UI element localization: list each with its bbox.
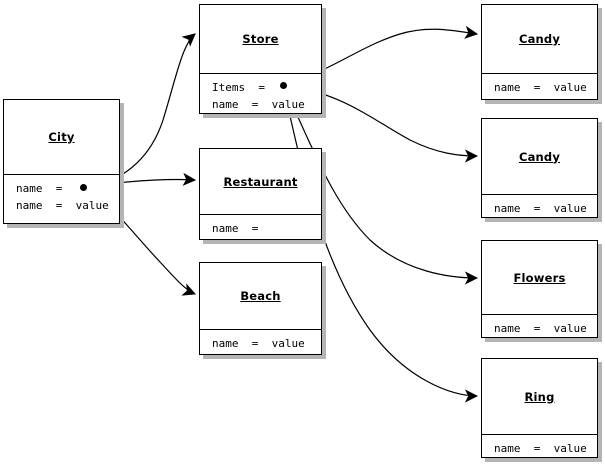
object-node-title: Candy — [518, 32, 561, 46]
object-attribute: name = value — [212, 98, 305, 111]
object-node-candy1[interactable]: Candy name = value — [481, 4, 598, 100]
object-node-attributes: name = value — [200, 329, 321, 358]
object-node-title: Store — [242, 32, 279, 46]
object-node-attributes: name = value — [482, 434, 597, 463]
object-attribute: name = value — [494, 81, 587, 94]
object-node-title: Candy — [518, 149, 561, 164]
object-node-attributes: name = value — [482, 314, 597, 343]
object-node-attributes: Items = name = value — [200, 73, 321, 119]
object-node-title: Ring — [524, 389, 555, 404]
store-attr-junction — [280, 82, 287, 89]
object-node-attributes: name = name = value — [4, 174, 119, 220]
object-attribute: name = value — [212, 337, 305, 350]
object-node-ring[interactable]: Ring name = value — [481, 358, 598, 458]
object-node-attributes: name = — [200, 214, 321, 243]
object-node-title: Restaurant — [223, 174, 298, 189]
object-attribute: name = — [212, 222, 259, 235]
object-node-attributes: name = value — [482, 73, 597, 102]
object-node-flowers[interactable]: Flowers name = value — [481, 240, 598, 338]
object-node-city[interactable]: City name = name = value — [3, 99, 120, 224]
object-attribute: Items = — [212, 81, 265, 94]
object-attribute: name = value — [494, 202, 587, 215]
object-node-title: Beach — [240, 289, 281, 303]
object-attribute: name = value — [494, 442, 587, 455]
object-attribute: name = value — [16, 199, 109, 212]
city-attr-junction — [80, 184, 87, 191]
object-node-attributes: name = value — [482, 194, 597, 223]
object-node-candy2[interactable]: Candy name = value — [481, 118, 598, 218]
object-node-title: Flowers — [513, 270, 566, 285]
object-attribute: name = — [16, 182, 63, 195]
object-attribute: name = value — [494, 322, 587, 335]
object-node-title: City — [48, 130, 75, 144]
object-node-beach[interactable]: Beach name = value — [199, 262, 322, 355]
object-node-restaurant[interactable]: Restaurant name = — [199, 148, 322, 240]
